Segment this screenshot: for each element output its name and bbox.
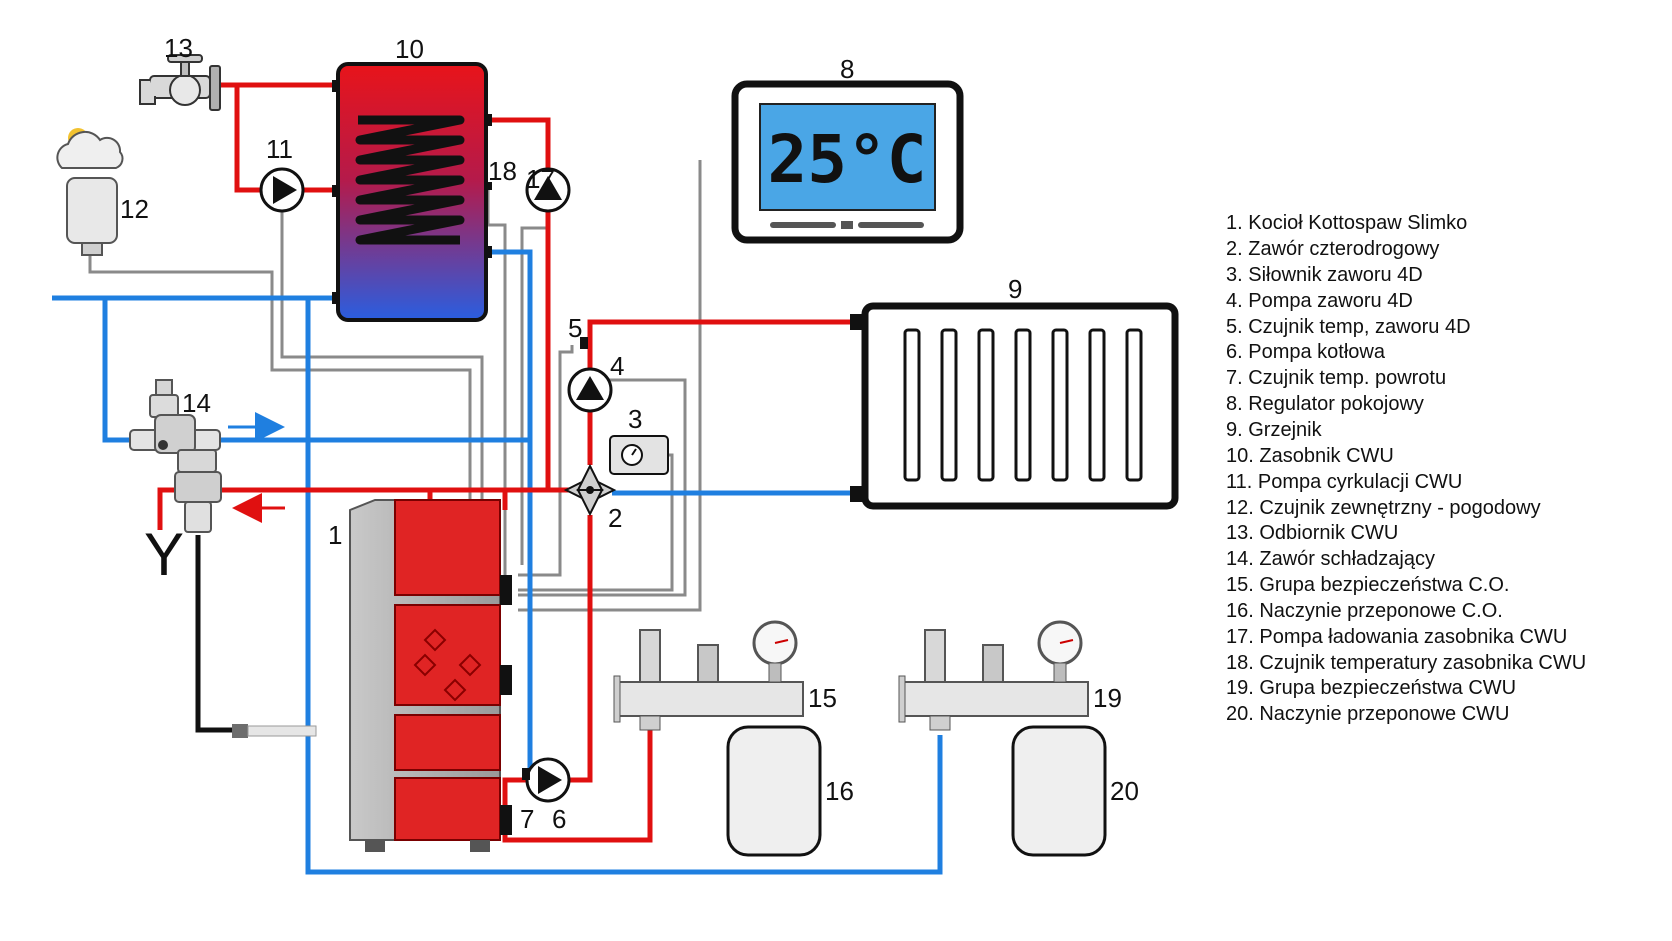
drain-pipe xyxy=(195,535,240,733)
circulation-top xyxy=(234,85,262,193)
label-13: 13 xyxy=(164,33,193,63)
valve-actuator xyxy=(609,435,669,475)
return-pipes xyxy=(52,249,943,875)
thermal-sensor-probe xyxy=(232,724,317,738)
wire-pump-11 xyxy=(280,205,484,585)
boiler xyxy=(349,499,512,852)
cold-water-inlet-symbol: Y xyxy=(144,521,184,588)
red-to-safety-group-15 xyxy=(502,730,653,843)
wire-sensor-5 xyxy=(518,345,574,577)
label-19: 19 xyxy=(1093,683,1122,713)
outdoor-weather-sensor xyxy=(56,128,124,256)
tank-coil-return xyxy=(483,249,533,440)
expansion-vessel-cwu xyxy=(1011,725,1107,857)
legend-item: 20. Naczynie przeponowe CWU xyxy=(1226,703,1509,725)
wire-room-regulator xyxy=(518,160,702,612)
regulator-temperature: 25°C xyxy=(768,121,927,198)
label-10: 10 xyxy=(395,34,424,64)
label-7: 7 xyxy=(520,804,534,834)
pump-11-circulation xyxy=(259,167,305,213)
blue-bottom-loop xyxy=(305,298,943,875)
radiator xyxy=(850,302,1179,510)
safety-group-co xyxy=(613,620,804,731)
label-6: 6 xyxy=(552,804,566,834)
legend-item: 5. Czujnik temp, zaworu 4D xyxy=(1226,316,1471,338)
hot-water-tank xyxy=(332,62,492,322)
legend-item: 3. Siłownik zaworu 4D xyxy=(1226,264,1423,286)
label-3: 3 xyxy=(628,404,642,434)
legend-item: 18. Czujnik temperatury zasobnika CWU xyxy=(1226,652,1586,674)
legend-item: 17. Pompa ładowania zasobnika CWU xyxy=(1226,626,1567,648)
label-16: 16 xyxy=(825,776,854,806)
sensor-5-valve-temp xyxy=(580,337,588,349)
label-4: 4 xyxy=(610,351,624,381)
legend-item: 2. Zawór czterodrogowy xyxy=(1226,238,1439,260)
wire-pump-4 xyxy=(518,378,687,597)
cold-water-to-valve-14 xyxy=(102,298,130,443)
pump-17-tank-loading xyxy=(525,167,571,213)
legend-item: 14. Zawór schładzający xyxy=(1226,548,1435,570)
label-15: 15 xyxy=(808,683,837,713)
tank-coil-supply xyxy=(483,117,551,490)
label-17: 17 xyxy=(526,164,555,194)
label-9: 9 xyxy=(1008,274,1022,304)
room-regulator: 25°C xyxy=(731,80,964,244)
legend-item: 9. Grzejnik xyxy=(1226,419,1323,441)
component-numbers: 1 2 3 4 5 6 7 8 9 10 11 12 13 14 15 16 1… xyxy=(120,33,1139,834)
label-11: 11 xyxy=(266,134,293,164)
legend-item: 7. Czujnik temp. powrotu xyxy=(1226,367,1446,389)
legend: 1. Kocioł Kottospaw Slimko 2. Zawór czte… xyxy=(1226,212,1586,725)
legend-item: 11. Pompa cyrkulacji CWU xyxy=(1226,471,1462,493)
label-14: 14 xyxy=(182,388,211,418)
pump-6-boiler xyxy=(525,757,571,803)
red-main-horizontal xyxy=(157,487,572,530)
radiator-supply xyxy=(587,319,860,465)
label-18: 18 xyxy=(488,156,517,186)
regulator-screen xyxy=(759,103,936,211)
expansion-vessel-co xyxy=(726,725,822,857)
label-5: 5 xyxy=(568,313,582,343)
label-1: 1 xyxy=(328,520,342,550)
pump-4-valve xyxy=(567,367,613,413)
tank-heating-coil xyxy=(355,115,465,245)
label-12: 12 xyxy=(120,194,149,224)
legend-item: 10. Zasobnik CWU xyxy=(1226,445,1394,467)
legend-item: 19. Grupa bezpieczeństwa CWU xyxy=(1226,677,1516,699)
label-20: 20 xyxy=(1110,776,1139,806)
legend-item: 8. Regulator pokojowy xyxy=(1226,393,1424,415)
legend-item: 16. Naczynie przeponowe C.O. xyxy=(1226,600,1503,622)
safety-group-cwu xyxy=(898,620,1089,731)
legend-item: 15. Grupa bezpieczeństwa C.O. xyxy=(1226,574,1509,596)
supply-pipes xyxy=(157,82,860,843)
wire-pump-17 xyxy=(520,200,550,565)
legend-item: 13. Odbiornik CWU xyxy=(1226,522,1398,544)
legend-item: 1. Kocioł Kottospaw Slimko xyxy=(1226,212,1467,234)
hot-water-tap xyxy=(139,54,221,111)
label-8: 8 xyxy=(840,54,854,84)
label-2: 2 xyxy=(608,503,622,533)
legend-item: 6. Pompa kotłowa xyxy=(1226,341,1386,363)
legend-item: 12. Czujnik zewnętrzny - pogodowy xyxy=(1226,497,1541,519)
wire-weather-sensor xyxy=(88,255,472,585)
boiler-pump-line xyxy=(568,515,593,783)
cooling-valve xyxy=(129,379,222,533)
four-way-valve xyxy=(563,463,617,517)
legend-item: 4. Pompa zaworu 4D xyxy=(1226,290,1413,312)
sensor-7-return-temp xyxy=(522,768,530,780)
wire-actuator-3 xyxy=(518,453,674,592)
